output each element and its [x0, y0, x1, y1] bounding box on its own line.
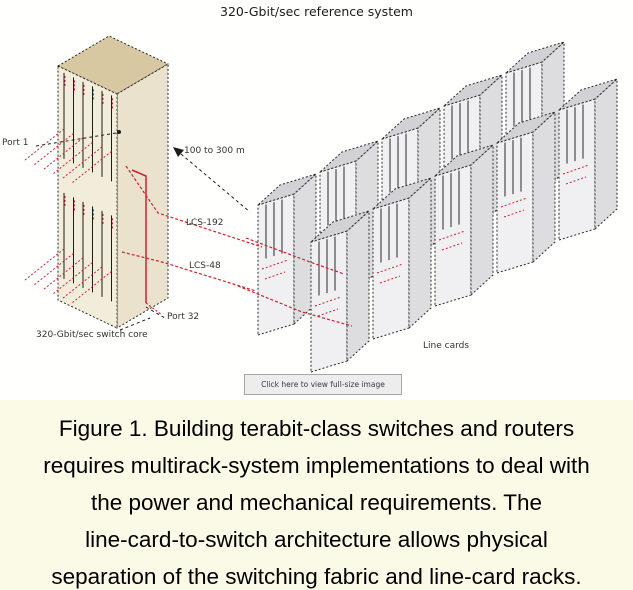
diagram-title: 320-Gbit/sec reference system: [220, 4, 413, 19]
figure-caption: Figure 1. Building terabit-class switche…: [0, 400, 633, 590]
system-diagram: [23, 35, 618, 373]
diagram-area: 320-Gbit/sec reference system Port 1 100…: [2, 4, 618, 395]
label-switch-core: 320-Gbit/sec switch core: [36, 330, 148, 340]
caption-line-4: line-card-to-switch architecture allows …: [85, 527, 548, 552]
label-port-32: Port 32: [167, 312, 200, 322]
label-port-1: Port 1: [2, 138, 29, 148]
enlarge-image-link[interactable]: Click here to view full-size image: [244, 374, 402, 395]
caption-line-2: requires multirack-system implementation…: [43, 453, 590, 478]
label-lcs-48: LCS-48: [189, 261, 221, 271]
caption-line-3: the power and mechanical requirements. T…: [90, 490, 543, 515]
caption-line-5: separation of the switching fabric and l…: [51, 564, 582, 589]
caption-line-1: Figure 1. Building terabit-class switche…: [58, 416, 575, 441]
label-distance: 100 to 300 m: [184, 146, 245, 156]
label-lcs-192: LCS-192: [186, 218, 224, 228]
label-line-cards: Line cards: [423, 341, 470, 351]
